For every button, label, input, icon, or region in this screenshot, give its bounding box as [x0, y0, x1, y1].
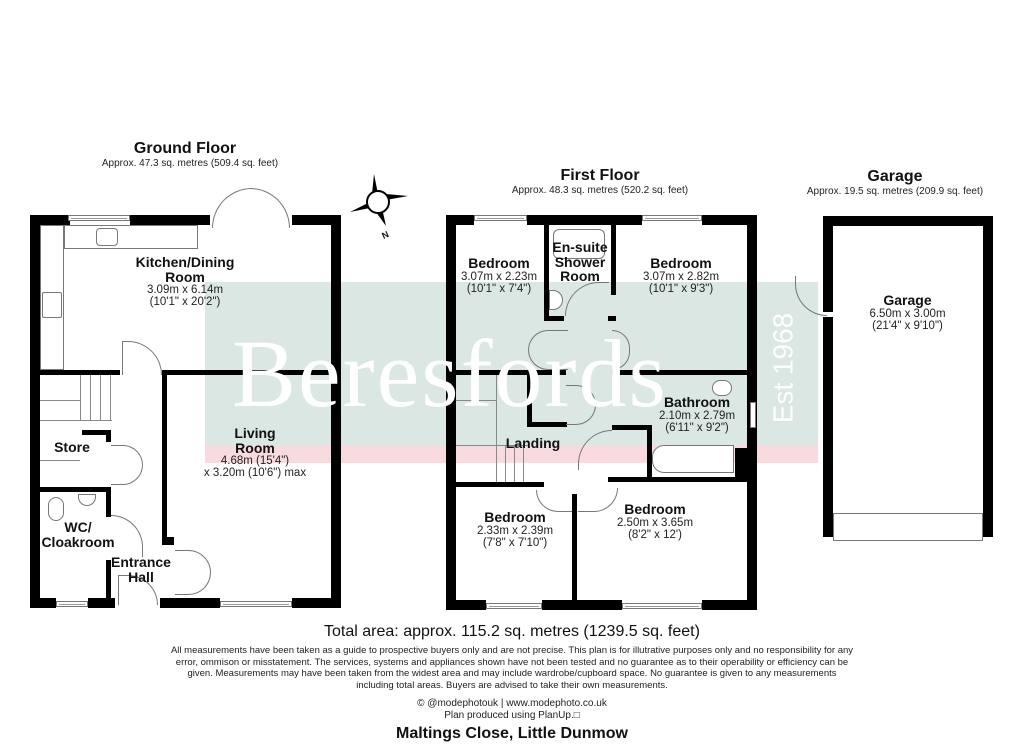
garage-title: Garage [867, 168, 923, 185]
room-wc-cloakroom: WC/ Cloakroom [41, 519, 115, 550]
door-swing [111, 445, 143, 485]
wall [162, 537, 174, 545]
garage-door [833, 513, 983, 541]
watermark-green-band [205, 282, 818, 445]
window [750, 402, 756, 428]
french-door-left [212, 188, 252, 228]
wall [527, 422, 567, 427]
wall [608, 477, 757, 482]
door-swing [175, 550, 211, 595]
wall [823, 317, 833, 537]
garage-area: Approx. 19.5 sq. metres (209.9 sq. feet) [806, 186, 984, 197]
wall [647, 425, 652, 477]
wall [292, 598, 341, 608]
room-bedroom-3: Bedroom 2.33m x 2.39m (7'8" x 7'10") [476, 509, 554, 549]
wall [702, 600, 757, 610]
compass-icon: N [346, 172, 410, 242]
wall [823, 216, 993, 226]
door-swing [528, 330, 568, 370]
toilet-icon [712, 380, 732, 396]
wall [30, 215, 40, 608]
credit-line: Plan produced using PlanUp.□ [444, 710, 580, 721]
window [220, 601, 292, 607]
first-floor-area: Approx. 48.3 sq. metres (520.2 sq. feet) [511, 185, 689, 196]
wall [612, 370, 747, 375]
wall [611, 225, 616, 295]
room-entrance-hall: Entrance Hall [111, 554, 171, 585]
wall [544, 225, 549, 320]
wall [88, 598, 115, 608]
credit-line: © @modephotouk | www.modephoto.co.uk [417, 698, 607, 709]
basin-icon [78, 494, 96, 506]
disclaimer-line: including total areas. Buyers are advise… [356, 679, 668, 691]
room-bedroom-2: Bedroom 3.07m x 2.82m (10'1" x 9'3") [642, 255, 720, 295]
wall [612, 425, 652, 430]
kitchen-counter [64, 225, 198, 249]
wall [30, 215, 70, 225]
property-address: Maltings Close, Little Dunmow [395, 725, 628, 742]
first-floor-title: First Floor [560, 167, 640, 184]
wall [983, 216, 993, 537]
window [642, 215, 702, 221]
room-living: Living Room 4.68m (15'4") x 3.20m (10'6"… [203, 425, 307, 480]
window [486, 603, 542, 609]
ground-floor-title: Ground Floor [133, 140, 237, 157]
wall [456, 482, 544, 487]
watermark-est-text: Est 1968 [767, 312, 799, 424]
basin-icon [549, 290, 563, 310]
wall [572, 494, 577, 604]
room-bathroom: Bathroom 2.10m x 2.79m (6'11" x 9'2") [658, 394, 736, 434]
wall [106, 487, 111, 517]
room-ensuite-shower: En-suite Shower Room [552, 239, 608, 285]
disclaimer: All measurements have been taken as a gu… [160, 645, 864, 691]
wall [162, 370, 167, 542]
wall [82, 430, 110, 435]
room-bedroom-1: Bedroom 3.07m x 2.23m (10'1" x 7'4") [460, 255, 538, 295]
wall [527, 375, 532, 427]
wall [446, 215, 456, 610]
room-bedroom-4: Bedroom 2.50m x 3.65m (8'2" x 12') [616, 501, 694, 541]
room-garage: Garage 6.50m x 3.00m (21'4" x 9'10") [869, 292, 946, 332]
wall [446, 600, 486, 610]
wall [542, 600, 622, 610]
wall [130, 215, 210, 225]
wall [331, 215, 341, 608]
wall [527, 215, 642, 225]
french-door-right [250, 188, 290, 228]
watermark-brand-text: Beresfords [232, 320, 668, 427]
wall [456, 370, 566, 375]
wall [160, 598, 220, 608]
room-store: Store [54, 439, 90, 455]
room-landing: Landing [505, 435, 561, 451]
toilet-icon [48, 497, 64, 521]
ground-floor-area: Approx. 47.3 sq. metres (509.4 sq. feet) [101, 158, 279, 169]
bathtub-icon [652, 445, 734, 473]
window [622, 603, 702, 609]
wall [40, 487, 111, 492]
window [68, 215, 130, 221]
wall [162, 370, 331, 375]
wall [292, 215, 341, 225]
door-swing [122, 341, 162, 375]
sink-icon [96, 228, 118, 246]
window [474, 215, 527, 221]
wall [544, 316, 564, 321]
wall [735, 448, 757, 482]
wall [106, 560, 111, 600]
window [56, 601, 88, 607]
wall [702, 215, 757, 225]
room-kitchen-dining: Kitchen/Dining Room 3.09m x 6.14m (10'1"… [135, 254, 235, 309]
total-area: Total area: approx. 115.2 sq. metres (12… [324, 623, 700, 640]
wall [823, 216, 833, 312]
disclaimer-line: error, ommison or misstatement. The serv… [175, 656, 849, 668]
wall [608, 316, 616, 321]
wall [106, 430, 111, 442]
wall [446, 215, 474, 225]
wall [40, 370, 120, 375]
disclaimer-line: All measurements have been taken as a gu… [170, 645, 854, 656]
wall [30, 598, 56, 608]
disclaimer-line: given. Measurements may have been taken … [187, 668, 837, 679]
hob-icon [42, 292, 62, 318]
shower-tray-icon [553, 229, 605, 259]
